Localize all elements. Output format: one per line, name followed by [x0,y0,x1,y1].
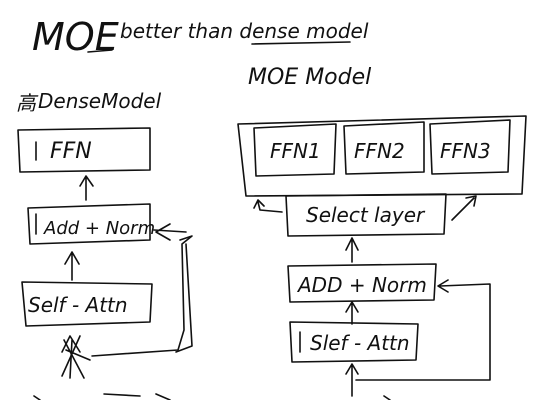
moe-select-layer-label: Select layer [306,203,426,227]
moe-arrow-up-2 [345,301,359,325]
moe-route-arrow-left [253,199,283,213]
title-rest-underline [251,41,351,45]
dense-input-arrow [61,335,81,379]
dense-ffn-box [17,127,151,173]
dense-arrow-up-1 [79,175,94,201]
moe-expert-box-3 [429,119,511,175]
dense-ffn-label: FFN [50,139,92,164]
dense-residual-arrow [153,223,187,241]
moe-arrow-up-1 [345,237,359,263]
moe-expert-label-2: FFN2 [354,139,405,163]
moe-expert-box-2 [343,121,425,175]
moe-self-attn-label: Slef - Attn [310,331,410,355]
dense-self-attn-label: Self - Attn [28,293,128,317]
title-rest: better than dense model [120,19,369,43]
moe-heading: MOE Model [248,65,371,90]
moe-experts-container [237,115,527,197]
moe-input-arrow [345,363,359,397]
moe-expert-label-1: FFN1 [270,139,321,163]
moe-self-attn-box [289,321,419,363]
dense-heading-prefix: ⾼ [16,91,39,115]
title-moe: MOE [32,15,119,59]
moe-select-layer-box [285,193,447,237]
dense-self-attn-box [21,281,153,327]
moe-bottom-scribble [383,395,391,401]
moe-expert-label-3: FFN3 [440,139,491,163]
dense-bottom-scribble [33,393,171,401]
dense-arrow-up-2 [64,251,80,281]
moe-add-norm-label: ADD + Norm [296,273,427,297]
moe-add-norm-box [287,263,437,303]
dense-add-norm-label: Add + Norm [43,218,155,239]
dense-residual-line [91,235,193,357]
dense-residual-line-2 [175,243,193,353]
moe-expert-box-1 [253,123,337,177]
moe-residual-connection [355,279,491,381]
dense-heading: DenseModel [38,89,162,113]
title-moe-underline [87,49,113,53]
dense-add-norm-box [27,203,151,245]
moe-route-arrow-right [451,195,477,221]
dense-input-scribble [61,335,91,379]
